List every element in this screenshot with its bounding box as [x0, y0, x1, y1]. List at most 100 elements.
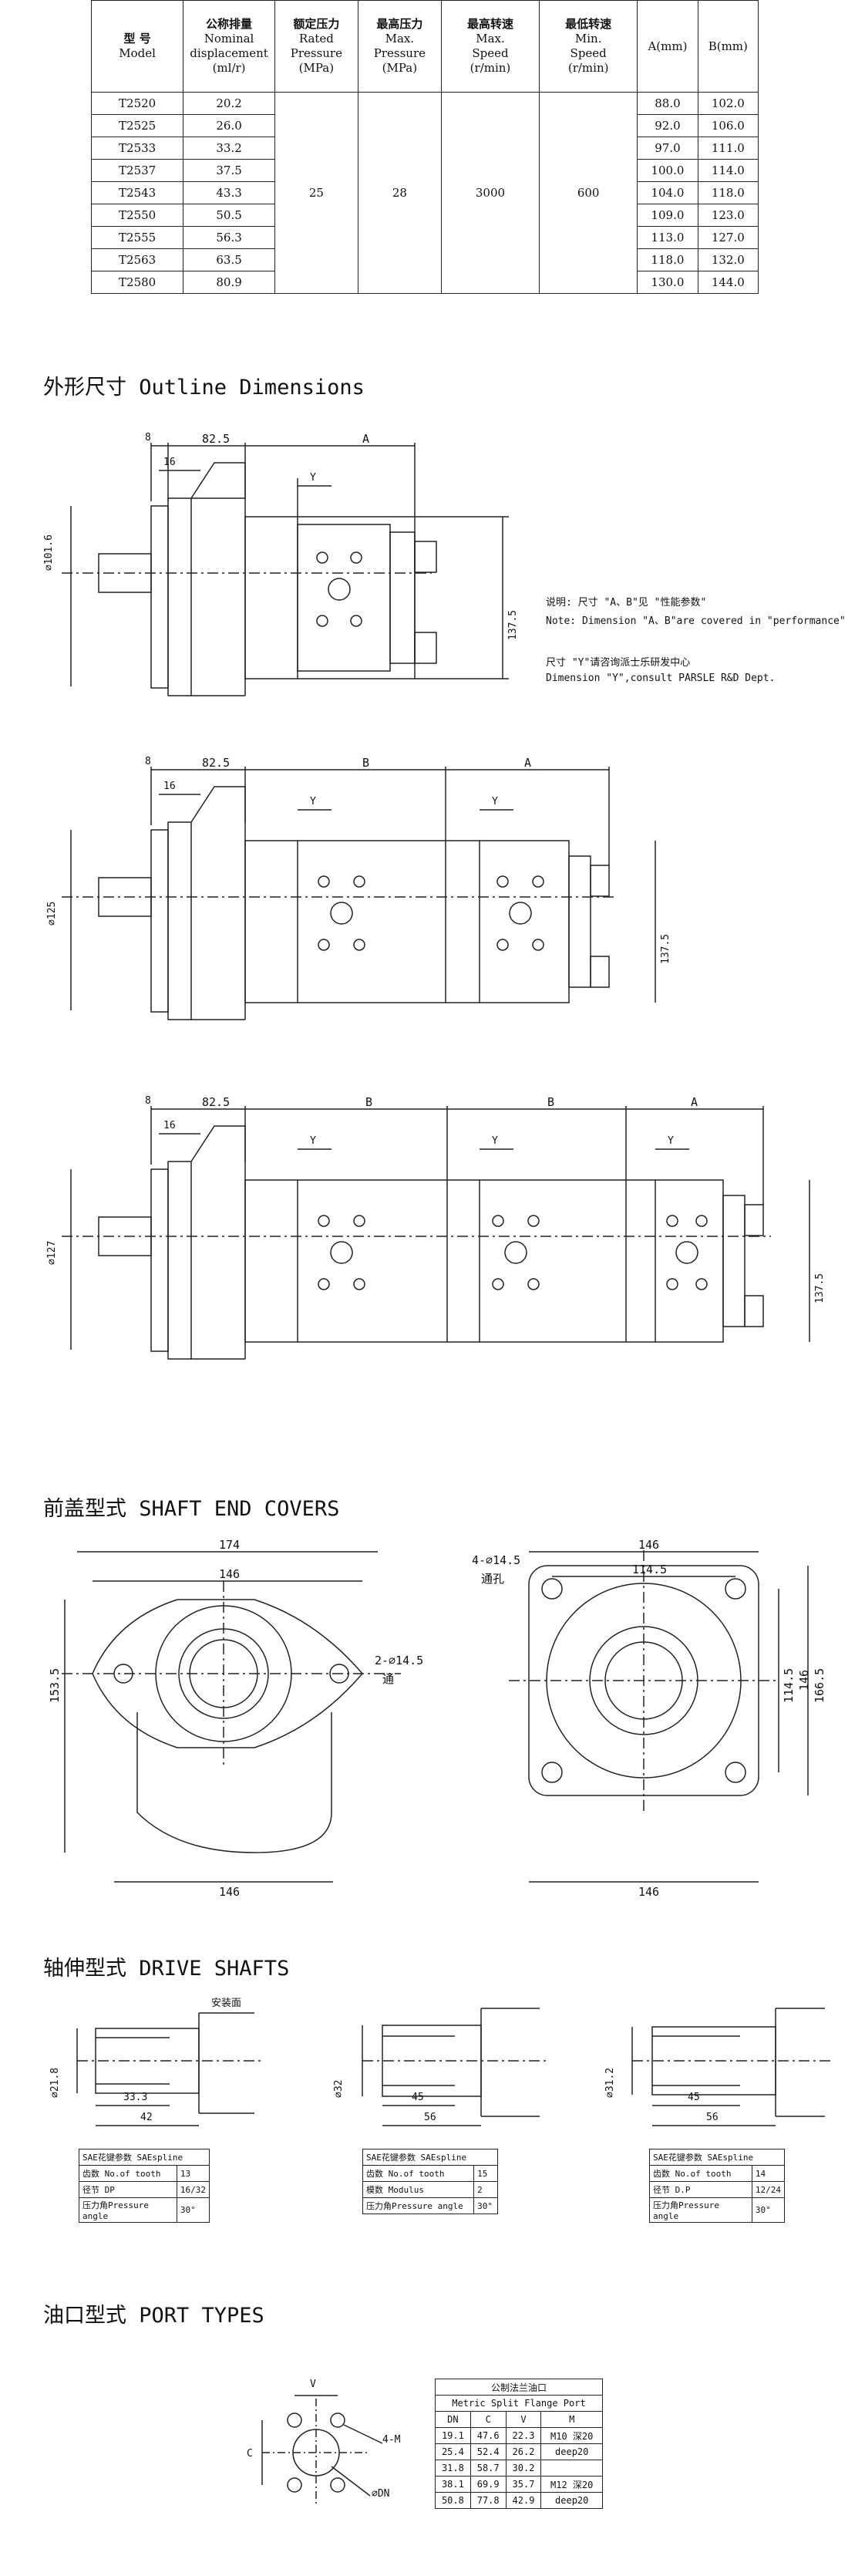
- spec-cell: 130.0: [637, 271, 698, 294]
- spec-cell: 37.5: [183, 159, 275, 182]
- spec-cell: 118.0: [697, 181, 759, 204]
- cover2-d146: 146: [638, 1538, 660, 1552]
- cover2-d146-bottom: 146: [638, 1885, 660, 1899]
- shaft1-install: 安装面: [211, 1998, 242, 2009]
- port-cell: 22.3: [505, 2427, 542, 2444]
- dim-d101-6: ⌀101.6: [43, 534, 55, 571]
- cover2-d146-v: 146: [797, 1669, 811, 1691]
- cover2-thru: 通孔: [481, 1572, 505, 1586]
- spec-cell: 106.0: [697, 114, 759, 137]
- note-line3: 尺寸 "Y"请咨询派士乐研发中心: [546, 657, 691, 669]
- dim2-d125: ⌀125: [46, 901, 58, 926]
- cover-d146: 146: [219, 1567, 241, 1581]
- shaft3-d31-2: ⌀31.2: [604, 2067, 616, 2098]
- spec-cell: 92.0: [637, 114, 698, 137]
- th-a: A(mm): [637, 0, 698, 93]
- cover-d146-bottom: 146: [219, 1885, 241, 1899]
- shaft1-d33-3: 33.3: [123, 2092, 148, 2103]
- dim2-82-5: 82.5: [202, 756, 231, 770]
- shaft1-d21-8: ⌀21.8: [49, 2067, 61, 2098]
- section-shaft-end-title: 前盖型式 SHAFT END COVERS: [43, 1497, 340, 1521]
- spec-cell: 63.5: [183, 248, 275, 271]
- port-cell: M12 深20: [540, 2476, 603, 2493]
- spec-cell: 113.0: [637, 226, 698, 249]
- spec-cell: 80.9: [183, 271, 275, 294]
- shaft2-d45: 45: [412, 2092, 424, 2103]
- dim3-d127: ⌀127: [46, 1240, 58, 1265]
- spec-cell: 56.3: [183, 226, 275, 249]
- cover-d174: 174: [219, 1538, 241, 1552]
- dim3-y1: Y: [310, 1135, 316, 1147]
- shaft1-d42: 42: [140, 2112, 153, 2123]
- port-cell: 47.6: [470, 2427, 507, 2444]
- port-cell: 25.4: [435, 2443, 471, 2460]
- drive-shaft-drawings: [76, 2008, 833, 2126]
- port-cell: [540, 2460, 603, 2477]
- dim-137-5: 137.5: [507, 609, 519, 640]
- spec-cell: 25: [274, 92, 358, 294]
- spec-cell: T2533: [90, 137, 184, 160]
- dim3-b1: B: [365, 1095, 373, 1109]
- port-v: V: [310, 2379, 316, 2390]
- spec-cell: 28: [357, 92, 442, 294]
- dim3-16: 16: [163, 1120, 176, 1131]
- port-cell: 35.7: [505, 2476, 542, 2493]
- dim2-137-5: 137.5: [660, 933, 671, 964]
- dim2-8: 8: [145, 756, 151, 767]
- dim2-16: 16: [163, 781, 176, 792]
- shaft-3: [631, 2008, 833, 2126]
- spec-cell: 144.0: [697, 271, 759, 294]
- outline-single-pump: [62, 443, 509, 696]
- shaft-1: [76, 2012, 262, 2126]
- port-cell: 52.4: [470, 2443, 507, 2460]
- section-outline-title: 外形尺寸 Outline Dimensions: [43, 376, 365, 400]
- dim3-8: 8: [145, 1095, 151, 1107]
- spec-cell: 50.5: [183, 204, 275, 227]
- outline-double-pump: [62, 767, 656, 1020]
- spec-cell: 43.3: [183, 181, 275, 204]
- spec-cell: T2543: [90, 181, 184, 204]
- four-bolt-cover: [509, 1550, 809, 1883]
- cover-holes2: 2-⌀14.5: [375, 1654, 424, 1667]
- dim-a: A: [362, 432, 370, 446]
- spec-cell: 118.0: [637, 248, 698, 271]
- dim3-82-5: 82.5: [202, 1095, 231, 1109]
- port-cell: 26.2: [505, 2443, 542, 2460]
- port-cell: M10 深20: [540, 2427, 603, 2444]
- port-cell: 31.8: [435, 2460, 471, 2477]
- outline-triple-pump: [62, 1106, 810, 1360]
- spec-cell: T2525: [90, 114, 184, 137]
- section-drive-title: 轴伸型式 DRIVE SHAFTS: [43, 1957, 290, 1981]
- section-ports-title: 油口型式 PORT TYPES: [43, 2304, 264, 2328]
- dim3-a: A: [691, 1095, 698, 1109]
- port-4m: 4-M: [382, 2434, 401, 2446]
- port-drawing: [261, 2395, 383, 2507]
- dim-y: Y: [310, 472, 316, 484]
- spec-cell: 114.0: [697, 159, 759, 182]
- spec-cell: T2580: [90, 271, 184, 294]
- shaft3-d56: 56: [706, 2112, 719, 2123]
- note-line2: Note: Dimension "A、B"are covered in "per…: [546, 615, 846, 627]
- note-line4: Dimension "Y",consult PARSLE R&D Dept.: [546, 673, 776, 684]
- spec-cell: 123.0: [697, 204, 759, 227]
- spec-cell: T2520: [90, 92, 184, 115]
- spec-cell: T2563: [90, 248, 184, 271]
- outline-drawings: [62, 443, 810, 1360]
- dim-82-5: 82.5: [202, 432, 231, 446]
- shaft-end-drawings: [62, 1550, 809, 1883]
- port-c: C: [247, 2448, 253, 2460]
